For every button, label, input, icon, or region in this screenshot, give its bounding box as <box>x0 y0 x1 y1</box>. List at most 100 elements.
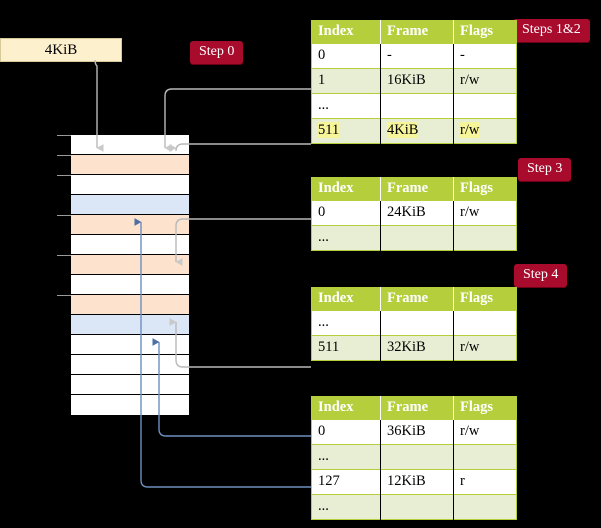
table-cell: 511 <box>311 335 381 361</box>
table-cell: 1 <box>311 68 381 94</box>
wire-t1r511-to-mem <box>169 143 311 152</box>
table-cell: 511 <box>311 118 381 144</box>
table-cell-text: r/w <box>460 339 480 355</box>
column-header-frame: Frame <box>380 177 454 201</box>
memory-frame-row <box>71 275 189 295</box>
memory-frame-row <box>71 375 189 395</box>
table-cell: 36KiB <box>380 419 454 445</box>
wire-t3r511-to-mem <box>169 318 311 368</box>
table-cell: r/w <box>453 200 517 226</box>
table-cell <box>453 310 517 336</box>
table-row: ... <box>311 494 517 520</box>
table-cell <box>380 93 454 119</box>
table-cell: - <box>453 43 517 69</box>
column-header-frame: Frame <box>380 20 454 44</box>
table-cell: 127 <box>311 469 381 495</box>
memory-frame-row <box>71 195 189 215</box>
table-row: 0 24KiB r/w <box>311 200 517 226</box>
table-cell: 12KiB <box>380 469 454 495</box>
column-header-index: Index <box>311 287 381 311</box>
step-badge-step4: Step 4 <box>514 264 568 287</box>
table-cell-text: ... <box>318 97 329 113</box>
badge-wrap-steps12: Steps 1&2 <box>513 19 590 42</box>
table-cell-text: 36KiB <box>387 423 426 439</box>
table-cell: 4KiB <box>380 118 454 144</box>
table-cell: 0 <box>311 43 381 69</box>
table-cell: 32KiB <box>380 335 454 361</box>
table-cell <box>380 494 454 520</box>
memory-frame-row <box>71 235 189 255</box>
table-cell: 24KiB <box>380 200 454 226</box>
table-cell-text: ... <box>318 314 329 330</box>
table-row: 0 - - <box>311 43 517 69</box>
badge-wrap-step3: Step 3 <box>518 158 572 181</box>
table-cell-text: r/w <box>460 72 480 88</box>
table-cell-text: 1 <box>318 72 326 88</box>
table-cell-text: - <box>387 47 392 63</box>
table-cell-text: ... <box>318 448 329 464</box>
table-cell <box>453 225 517 251</box>
table-cell: r <box>453 469 517 495</box>
memory-row-tick <box>57 175 71 176</box>
column-header-frame: Frame <box>380 396 454 420</box>
memory-row-tick <box>57 155 71 156</box>
memory-frame-row <box>57 155 189 175</box>
memory-frame-row <box>71 355 189 375</box>
table-cell-text: ... <box>318 229 329 245</box>
table-cell: 0 <box>311 200 381 226</box>
table-row: 127 12KiB r <box>311 469 517 495</box>
step-badge-step0: Step 0 <box>190 41 244 64</box>
wire-t2r0-to-mem <box>175 218 311 266</box>
memory-frame-row <box>57 295 189 315</box>
column-header-flags: Flags <box>453 287 517 311</box>
source-size-box: 4KiB <box>0 38 122 62</box>
table-cell <box>453 444 517 470</box>
table-cell: r/w <box>453 118 517 144</box>
table-cell-text: 4KiB <box>387 122 419 138</box>
step-badge-step3: Step 3 <box>518 158 572 181</box>
table-cell-text: 0 <box>318 47 326 63</box>
table-cell: 0 <box>311 419 381 445</box>
memory-row-tick <box>57 215 71 216</box>
table-row: 1 16KiB r/w <box>311 68 517 94</box>
table-cell <box>380 444 454 470</box>
table-cell-text: 0 <box>318 204 326 220</box>
column-header-index: Index <box>311 396 381 420</box>
memory-frame-row <box>57 215 189 235</box>
memory-row-tick <box>57 255 71 256</box>
memory-frame-row <box>71 315 189 335</box>
column-header-index: Index <box>311 20 381 44</box>
table-cell: ... <box>311 225 381 251</box>
table-row: 511 32KiB r/w <box>311 335 517 361</box>
memory-frame-column <box>57 134 190 415</box>
table-cell-text: 127 <box>318 473 340 489</box>
table-cell-text: r/w <box>460 204 480 220</box>
table-row: 511 4KiB r/w <box>311 118 517 144</box>
table-cell: ... <box>311 310 381 336</box>
table-cell: - <box>380 43 454 69</box>
badge-wrap-step4: Step 4 <box>514 264 568 287</box>
table-cell: r/w <box>453 335 517 361</box>
source-size-label: 4KiB <box>44 41 78 58</box>
column-header-flags: Flags <box>453 396 517 420</box>
column-header-flags: Flags <box>453 20 517 44</box>
table-row: ... <box>311 310 517 336</box>
table-cell <box>453 494 517 520</box>
memory-frame-row <box>57 255 189 275</box>
table-cell-text: r/w <box>460 122 480 138</box>
table-cell-text: r <box>460 473 465 489</box>
table-cell <box>380 225 454 251</box>
table-cell <box>453 93 517 119</box>
table-cell-text: 32KiB <box>387 339 426 355</box>
memory-row-tick <box>57 135 71 136</box>
memory-row-tick <box>57 295 71 296</box>
table-cell: 16KiB <box>380 68 454 94</box>
memory-frame-row <box>71 335 189 355</box>
badge-wrap-step0: Step 0 <box>190 41 244 64</box>
